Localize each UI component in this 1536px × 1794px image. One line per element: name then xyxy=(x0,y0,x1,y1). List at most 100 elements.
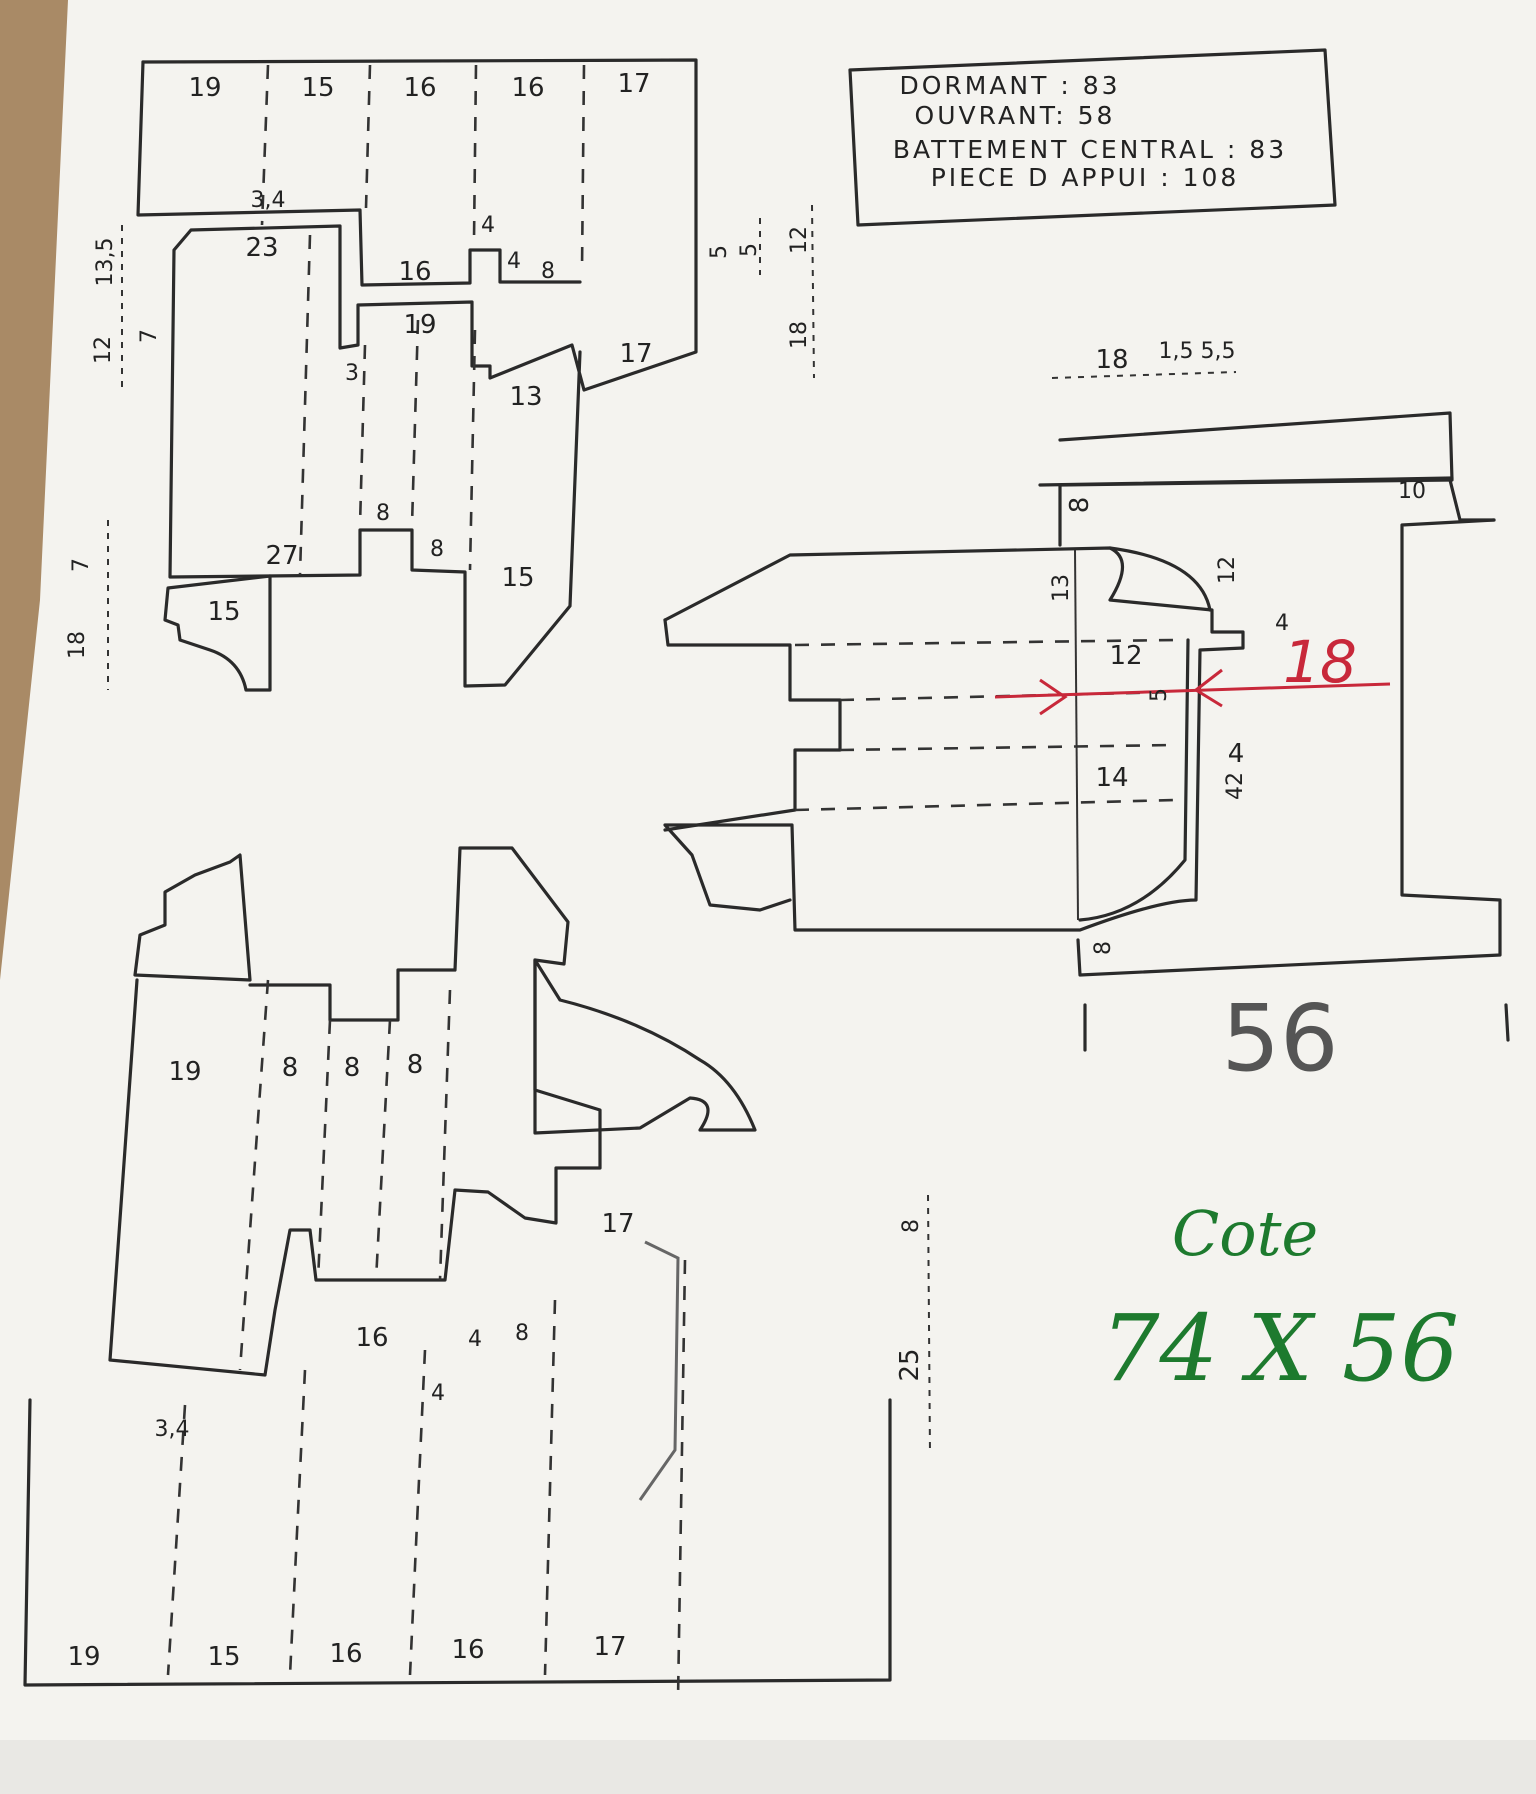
bottom-width-1: 19 xyxy=(67,1642,100,1672)
bottom-width-4: 16 xyxy=(451,1635,484,1665)
top-label-17: 17 xyxy=(619,339,652,369)
bottom-profile-outline xyxy=(108,846,602,1377)
top-label-8b: 8 xyxy=(430,537,444,562)
top-label-13: 13 xyxy=(509,382,542,412)
bottom-label-8b: 8 xyxy=(344,1053,361,1083)
top-label-27: 27 xyxy=(265,541,298,571)
right-frame-top xyxy=(1058,411,1454,547)
top-width-4: 16 xyxy=(511,73,544,103)
right-sash-curve xyxy=(1108,546,1212,612)
top-label-4b: 4 xyxy=(507,249,521,274)
bottom-width-5: 17 xyxy=(593,1632,626,1662)
top-divider-6 xyxy=(358,344,367,526)
bottom-label-8d: 8 xyxy=(515,1321,529,1346)
right-label-5: 5 xyxy=(1147,688,1172,702)
top-profile-outline xyxy=(141,58,698,688)
top-dim-13-5: 13,5 xyxy=(93,238,118,287)
bottom-divider-2 xyxy=(316,1019,332,1281)
bottom-label-17: 17 xyxy=(601,1209,634,1239)
top-label-19: 19 xyxy=(403,310,436,340)
right-top-dim-line xyxy=(1051,371,1237,379)
right-label-42: 42 xyxy=(1223,772,1248,800)
top-divider-7 xyxy=(410,319,420,526)
bottom-divider-4 xyxy=(438,989,452,1281)
handwritten-note: Cote 74 X 56 xyxy=(1101,1197,1459,1402)
middle-dim-line xyxy=(811,204,815,379)
top-label-23: 23 xyxy=(245,233,278,263)
middle-dim-5b: 5 xyxy=(737,243,762,257)
right-dim-5-5: 5,5 xyxy=(1201,339,1236,364)
middle-dimensions: 5 5 12 18 xyxy=(707,204,815,379)
top-label-8: 8 xyxy=(541,259,555,284)
legend-line-4: PIECE D APPUI : 108 xyxy=(931,163,1240,192)
legend-line-3: BATTEMENT CENTRAL : 83 xyxy=(893,135,1287,164)
right-label-4b: 4 xyxy=(1228,739,1245,769)
top-label-15: 15 xyxy=(501,563,534,593)
top-profile: 19 15 16 16 17 3,4 23 16 4 4 8 19 3 13 1… xyxy=(65,58,698,692)
right-dim-18: 18 xyxy=(1095,345,1128,375)
top-divider-5 xyxy=(298,234,312,576)
top-divider-4 xyxy=(580,64,586,271)
bottom-divider-1 xyxy=(238,979,270,1371)
bottom-divider-9 xyxy=(676,1259,687,1701)
middle-dim-5a: 5 xyxy=(707,245,732,259)
section-width-56: 56 xyxy=(1221,985,1338,1092)
bottom-label-19: 19 xyxy=(168,1057,201,1087)
top-dim-7b: 7 xyxy=(69,558,94,572)
right-sash-outline xyxy=(663,546,1245,932)
bottom-divider-5 xyxy=(166,1404,187,1676)
bottom-width-2: 15 xyxy=(207,1642,240,1672)
cote-value: 74 X 56 xyxy=(1101,1295,1459,1402)
bottom-profile: 19 8 8 8 17 16 4 8 4 3,4 19 15 16 16 17 … xyxy=(23,846,931,1701)
top-label-3: 3 xyxy=(345,361,359,386)
top-profile-rail xyxy=(136,60,582,287)
top-width-5: 17 xyxy=(617,69,650,99)
bottom-label-8a: 8 xyxy=(282,1053,299,1083)
legend-box: DORMANT : 83 OUVRANT: 58 BATTEMENT CENTR… xyxy=(848,48,1337,227)
bead-label-15: 15 xyxy=(207,597,240,627)
right-label-10: 10 xyxy=(1398,479,1426,504)
red-arrow-left xyxy=(1039,678,1068,716)
cote-label: Cote xyxy=(1172,1197,1318,1270)
bottom-label-16: 16 xyxy=(355,1323,388,1353)
top-divider-1 xyxy=(260,64,270,226)
bottom-right-dim-line xyxy=(927,1194,931,1456)
bottom-label-8c: 8 xyxy=(407,1050,424,1080)
bottom-width-3: 16 xyxy=(329,1639,362,1669)
bottom-divider-7 xyxy=(408,1349,427,1676)
bottom-divider-3 xyxy=(374,1019,392,1281)
bottom-label-3-4: 3,4 xyxy=(155,1417,190,1442)
right-tick-right xyxy=(1504,1003,1510,1042)
right-frame-body xyxy=(1076,518,1502,977)
legend-frame xyxy=(848,48,1337,227)
right-dash-3 xyxy=(839,743,1176,752)
top-dim-12: 12 xyxy=(91,336,116,364)
bottom-dim-8: 8 xyxy=(899,1219,924,1233)
legend-line-2: OUVRANT: 58 xyxy=(915,101,1116,130)
right-label-12b: 12 xyxy=(1109,641,1142,671)
bottom-label-4b: 4 xyxy=(431,1381,445,1406)
right-label-12a: 12 xyxy=(1215,556,1240,584)
right-frame-rule xyxy=(1038,476,1454,487)
top-divider-3 xyxy=(472,64,478,241)
right-dash-4 xyxy=(794,798,1176,812)
bottom-dim-25: 25 xyxy=(895,1348,925,1381)
top-width-3: 16 xyxy=(403,73,436,103)
red-dim-18: 18 xyxy=(1283,628,1357,696)
top-width-2: 15 xyxy=(301,73,334,103)
middle-dim-12: 12 xyxy=(787,226,812,254)
right-label-8b: 8 xyxy=(1091,941,1116,955)
bottom-divider-8 xyxy=(543,1299,557,1676)
top-label-3-4: 3,4 xyxy=(251,188,286,213)
legend-line-1: DORMANT : 83 xyxy=(899,71,1120,100)
right-section: 18 1,5 5,5 18 10 8 13 12 12 4 5 14 4 42 … xyxy=(663,339,1510,1092)
right-label-8a: 8 xyxy=(1065,497,1095,514)
right-label-4a: 4 xyxy=(1275,611,1289,636)
right-label-13: 13 xyxy=(1049,574,1074,602)
top-width-1: 19 xyxy=(188,73,221,103)
top-dim-7a: 7 xyxy=(137,329,162,343)
top-label-16: 16 xyxy=(398,257,431,287)
bottom-profile-cap xyxy=(533,958,757,1135)
